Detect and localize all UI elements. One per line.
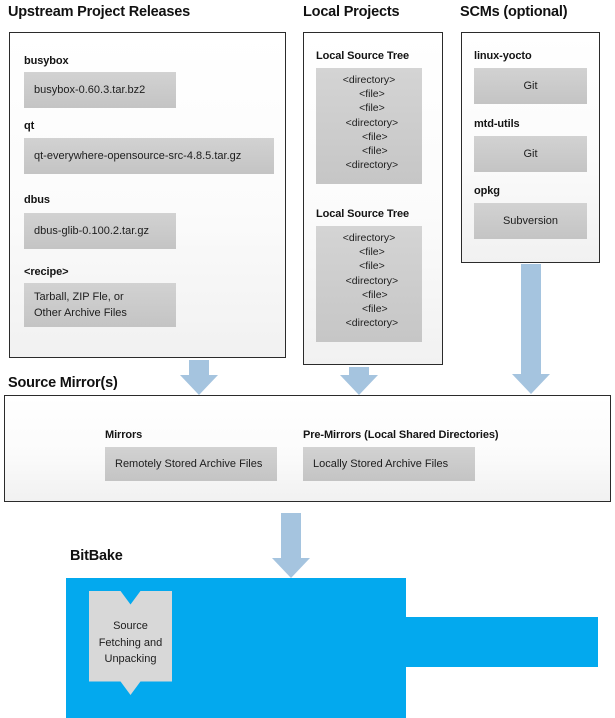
tree-line: <file> xyxy=(350,302,388,315)
tree-line: <file> xyxy=(350,288,388,301)
task-label: Source Fetching and Unpacking xyxy=(98,620,163,666)
upstream-entry-value-busybox: busybox-0.60.3.tar.bz2 xyxy=(24,72,176,108)
tree-line: <directory> xyxy=(339,274,399,287)
tree-line: <file> xyxy=(353,102,385,115)
tree-line: <directory> xyxy=(339,317,399,330)
heading-source-mirrors: Source Mirror(s) xyxy=(8,375,118,391)
arrow-upstream-to-mirrors xyxy=(180,360,218,395)
scm-entry-label-opkg: opkg xyxy=(474,185,500,197)
tree-line: <directory> xyxy=(339,159,399,172)
scm-entry-label-mtd-utils: mtd-utils xyxy=(474,118,520,130)
tree-line: <file> xyxy=(350,130,388,143)
arrow-scms-to-mirrors xyxy=(512,264,550,395)
upstream-entry-label-qt: qt xyxy=(24,120,35,132)
arrow-mirrors-to-bitbake xyxy=(272,513,310,579)
tree-line: <file> xyxy=(350,144,388,157)
heading-local-projects: Local Projects xyxy=(303,4,400,20)
scm-entry-value-opkg: Subversion xyxy=(474,203,587,239)
arrow-local-projects-to-mirrors xyxy=(340,367,378,395)
local-project-label-2: Local Source Tree xyxy=(316,208,410,220)
scm-entry-value-mtd-utils: Git xyxy=(474,136,587,172)
heading-scms: SCMs (optional) xyxy=(460,4,568,20)
upstream-entry-value-recipe: Tarball, ZIP Fle, or Other Archive Files xyxy=(24,283,176,327)
tree-line: <directory> xyxy=(339,116,399,129)
local-source-tree-2: <directory> <file> <file> <directory> <f… xyxy=(316,226,422,342)
mirror-label-mirrors: Mirrors xyxy=(105,429,143,441)
upstream-entry-label-dbus: dbus xyxy=(24,194,50,206)
mirror-value-mirrors: Remotely Stored Archive Files xyxy=(105,447,277,481)
mirror-value-pre-mirrors: Locally Stored Archive Files xyxy=(303,447,475,481)
upstream-entry-label-busybox: busybox xyxy=(24,55,69,67)
local-source-tree-1: <directory> <file> <file> <directory> <f… xyxy=(316,68,422,184)
local-project-label-1: Local Source Tree xyxy=(316,50,410,62)
bitbake-block-arm xyxy=(406,617,598,667)
heading-upstream-project-releases: Upstream Project Releases xyxy=(8,4,190,20)
upstream-entry-value-qt: qt-everywhere-opensource-src-4.8.5.tar.g… xyxy=(24,138,274,174)
task-source-fetching-and-unpacking: Source Fetching and Unpacking xyxy=(89,591,172,695)
tree-line: <file> xyxy=(353,260,385,273)
tree-line: <file> xyxy=(353,246,385,259)
scm-entry-label-linux-yocto: linux-yocto xyxy=(474,50,532,62)
upstream-entry-value-dbus: dbus-glib-0.100.2.tar.gz xyxy=(24,213,176,249)
tree-line: <directory> xyxy=(342,232,396,244)
heading-bitbake: BitBake xyxy=(70,548,123,564)
tree-line: <directory> xyxy=(342,74,396,86)
scm-entry-value-linux-yocto: Git xyxy=(474,68,587,104)
mirror-label-pre-mirrors: Pre-Mirrors (Local Shared Directories) xyxy=(303,429,499,441)
tree-line: <file> xyxy=(353,88,385,101)
upstream-entry-label-recipe: <recipe> xyxy=(24,266,69,278)
